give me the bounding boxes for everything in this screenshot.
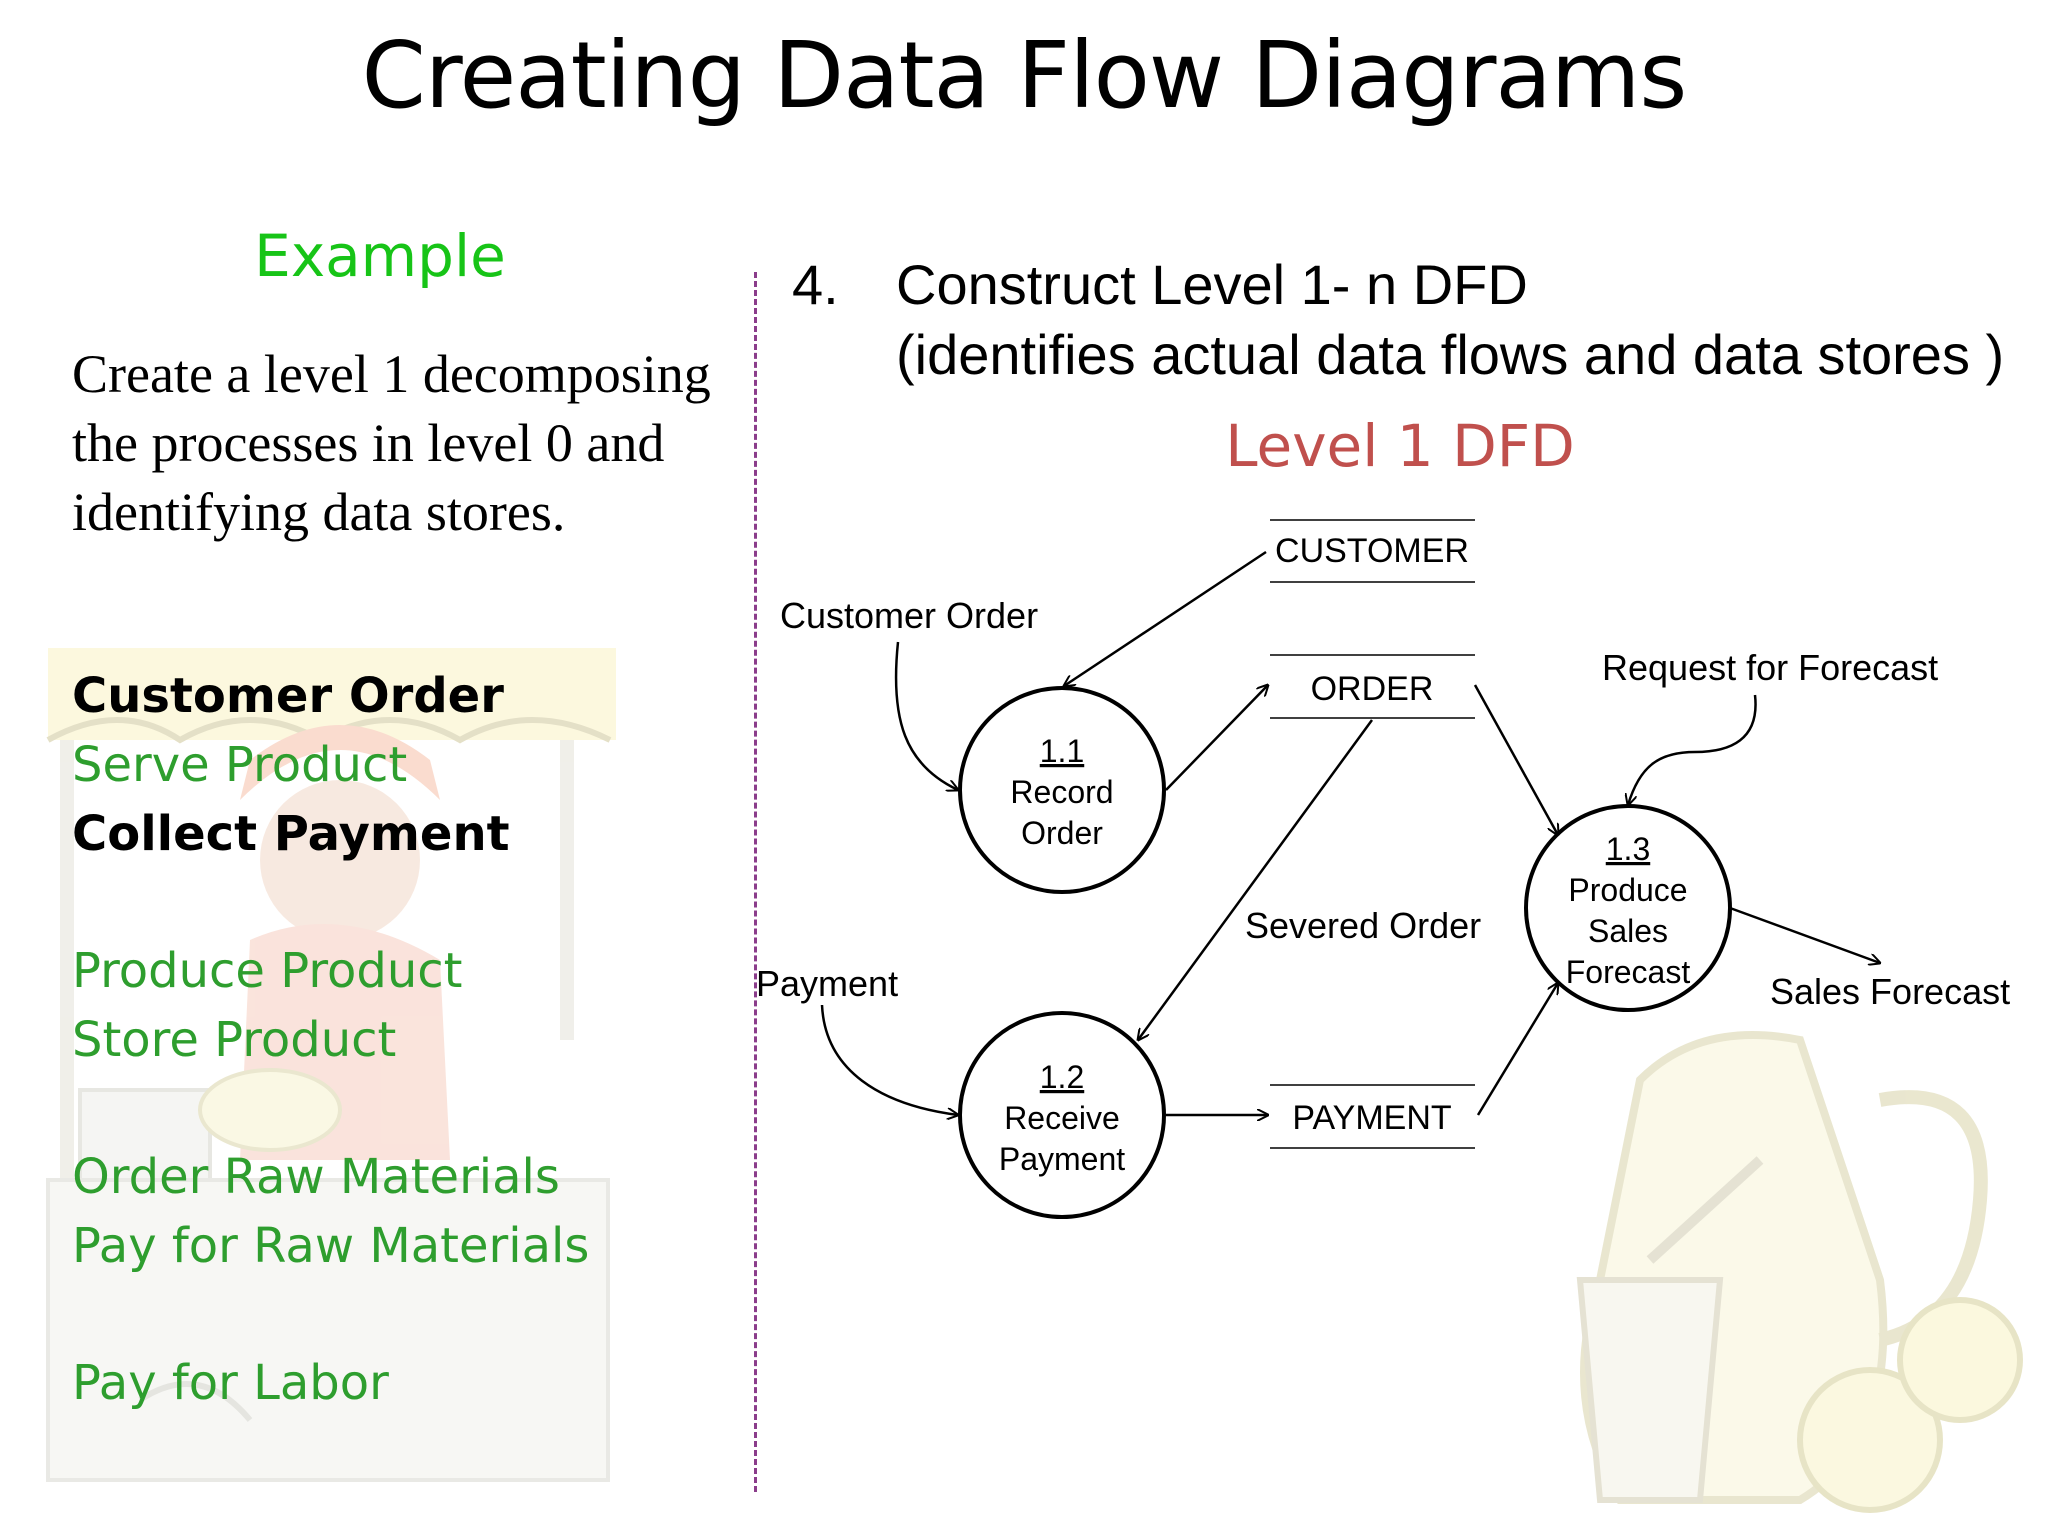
flow-customer-order-in bbox=[894, 641, 958, 790]
task-customer-order: Customer Order bbox=[72, 668, 504, 724]
process-1-1-line-2: Order bbox=[1021, 815, 1103, 851]
task-pay-for-labor: Pay for Labor bbox=[72, 1355, 389, 1411]
data-store-customer: CUSTOMER bbox=[1270, 519, 1475, 583]
panel-divider bbox=[754, 272, 757, 1492]
task-pay-for-raw-materials: Pay for Raw Materials bbox=[72, 1218, 590, 1274]
flow-payment-store-to-forecast bbox=[1476, 983, 1558, 1116]
data-store-order: ORDER bbox=[1270, 654, 1475, 719]
flow-sales-forecast-out bbox=[1729, 906, 1880, 963]
process-1-3-line-3: Forecast bbox=[1566, 954, 1691, 990]
step-subtitle: (identifies actual data flows and data s… bbox=[896, 323, 2005, 386]
process-1-1-record-order: 1.1 Record Order bbox=[958, 686, 1166, 894]
process-1-2-receive-payment: 1.2 Receive Payment bbox=[958, 1011, 1166, 1219]
example-heading: Example bbox=[254, 222, 506, 290]
flow-label-customer-order: Customer Order bbox=[780, 595, 1038, 636]
slide-title: Creating Data Flow Diagrams bbox=[361, 22, 1688, 129]
task-collect-payment: Collect Payment bbox=[72, 806, 510, 862]
flow-label-sales-forecast: Sales Forecast bbox=[1770, 971, 2010, 1012]
task-produce-product: Produce Product bbox=[72, 943, 463, 999]
flow-payment-in bbox=[820, 1004, 958, 1115]
process-1-3-produce-sales-forecast: 1.3 Produce Sales Forecast bbox=[1524, 804, 1732, 1012]
flow-customer-to-record-order bbox=[1064, 550, 1267, 686]
lemonade-pitcher-illustration bbox=[1576, 1031, 2023, 1513]
flow-request-for-forecast bbox=[1628, 694, 1757, 805]
data-store-payment-label: PAYMENT bbox=[1292, 1099, 1451, 1137]
task-store-product: Store Product bbox=[72, 1012, 397, 1068]
flow-record-order-to-order-store bbox=[1165, 685, 1268, 791]
task-order-raw-materials: Order Raw Materials bbox=[72, 1149, 560, 1205]
step-title: Construct Level 1- n DFD bbox=[896, 253, 1528, 316]
process-1-2-line-2: Payment bbox=[999, 1141, 1125, 1177]
process-1-1-line-1: Record bbox=[1010, 774, 1113, 810]
data-store-customer-label: CUSTOMER bbox=[1275, 532, 1469, 570]
flow-label-severed-order: Severed Order bbox=[1245, 905, 1481, 946]
process-1-2-line-1: Receive bbox=[1004, 1100, 1120, 1136]
step-number: 4. bbox=[792, 253, 839, 316]
flow-label-payment: Payment bbox=[756, 963, 898, 1004]
data-store-order-label: ORDER bbox=[1311, 670, 1434, 708]
flow-order-store-to-forecast bbox=[1473, 684, 1558, 835]
process-1-3-id: 1.3 bbox=[1606, 831, 1650, 867]
diagram-title: Level 1 DFD bbox=[1225, 412, 1575, 480]
task-serve-product: Serve Product bbox=[72, 737, 408, 793]
example-intro-text: Create a level 1 decomposing the process… bbox=[72, 344, 711, 542]
process-1-3-line-2: Sales bbox=[1588, 913, 1668, 949]
data-store-payment: PAYMENT bbox=[1270, 1084, 1475, 1149]
lemonade-stand-illustration bbox=[46, 648, 616, 1482]
process-1-3-line-1: Produce bbox=[1568, 872, 1687, 908]
flow-label-request-for-forecast: Request for Forecast bbox=[1602, 647, 1938, 688]
process-1-1-id: 1.1 bbox=[1040, 733, 1084, 769]
process-1-2-id: 1.2 bbox=[1040, 1059, 1084, 1095]
flow-severed-order bbox=[1138, 719, 1374, 1040]
